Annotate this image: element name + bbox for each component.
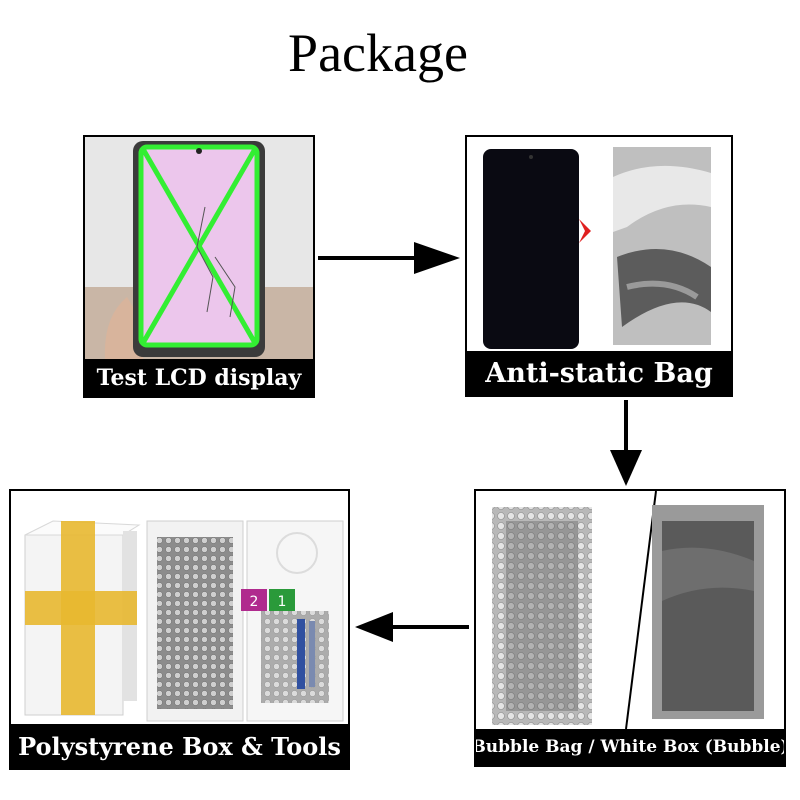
step-caption: Polystyrene Box & Tools	[11, 724, 348, 768]
arrow-right-icon	[318, 242, 460, 274]
phone-test-photo	[85, 137, 313, 359]
step-panel-polystyrene-box: 2 1 Polystyrene Box & Tools	[9, 489, 350, 770]
page-title: Package	[288, 23, 468, 83]
step-panel-anti-static-bag: Anti-static Bag	[465, 135, 733, 397]
step-panel-test-lcd: Test LCD display	[83, 135, 315, 398]
bubble-bag-photo	[476, 491, 784, 729]
tool-card-label: 1	[278, 594, 287, 610]
polystyrene-box-photo: 2 1	[11, 491, 348, 725]
anti-static-bag-photo	[467, 137, 731, 353]
tool-card-label: 2	[250, 594, 259, 610]
step-panel-bubble-bag: Bubble Bag / White Box (Bubble)	[474, 489, 786, 767]
step-caption: Test LCD display	[85, 359, 313, 396]
arrow-left-icon	[355, 612, 469, 642]
step-caption: Anti-static Bag	[467, 351, 731, 395]
arrow-down-icon	[610, 400, 642, 486]
step-caption: Bubble Bag / White Box (Bubble)	[476, 729, 784, 765]
